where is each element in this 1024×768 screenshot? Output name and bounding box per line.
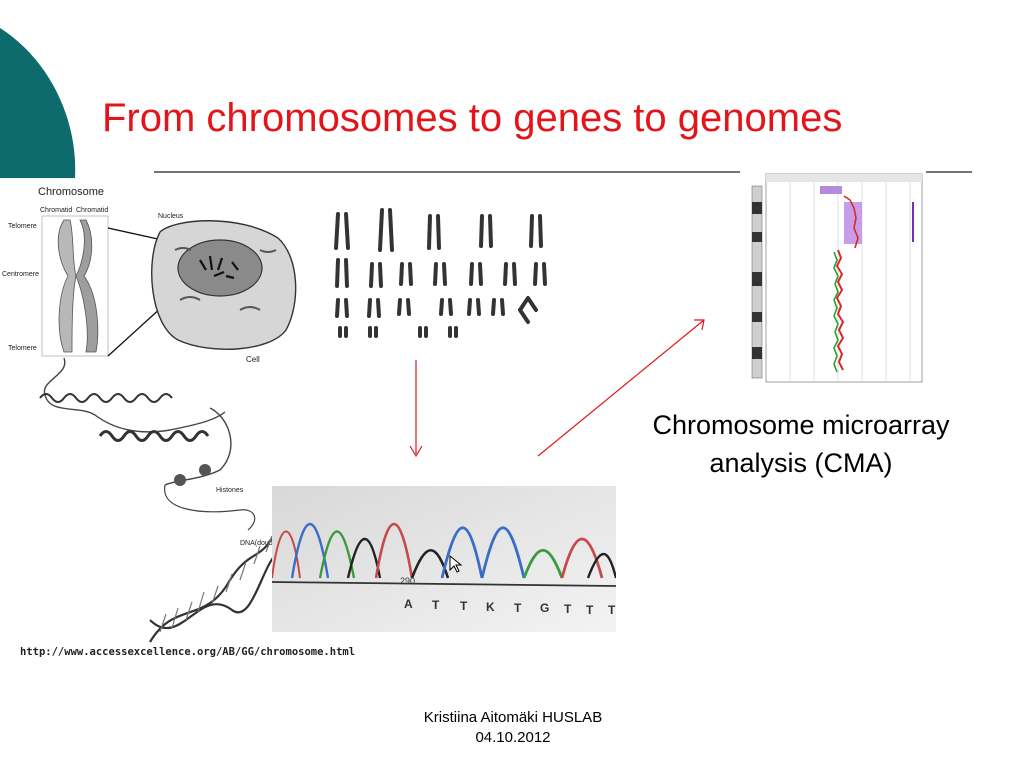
histones-label: Histones [216, 487, 244, 494]
nucleus-label: Nucleus [158, 213, 184, 220]
telomere-top-label: Telomere [8, 223, 37, 230]
diagonal-arrow [537, 319, 705, 457]
centromere-label: Centromere [2, 271, 39, 278]
cell-label: Cell [246, 355, 260, 364]
base-label: T [564, 602, 572, 616]
base-label: K [486, 600, 495, 614]
position-label: 290 [400, 576, 415, 586]
base-label: T [608, 603, 616, 617]
slide-title: From chromosomes to genes to genomes [102, 96, 843, 140]
flow-arrows [409, 319, 705, 458]
decorative-teal-arc [0, 28, 76, 178]
cursor-icon [449, 554, 463, 573]
chromatid-left-label: Chromatid [40, 207, 72, 214]
cma-caption-line1: Chromosome microarray [652, 410, 950, 440]
cma-caption: Chromosome microarray analysis (CMA) [598, 406, 1004, 482]
source-url: http://www.accessexcellence.org/AB/GG/ch… [20, 646, 356, 658]
cma-caption-line2: analysis (CMA) [709, 448, 893, 478]
cma-plot-illustration [740, 162, 926, 386]
base-label: G [540, 601, 549, 615]
chromosome-heading: Chromosome [38, 186, 104, 198]
footer-date: 04.10.2012 [475, 729, 551, 746]
chromosome-illustration: Chromosome Chromatid Chromatid Telomere … [2, 186, 297, 643]
base-label: T [432, 598, 440, 612]
base-label: T [460, 599, 468, 613]
base-label: T [514, 601, 522, 615]
slide-footer: Kristiina Aitomäki HUSLAB 04.10.2012 [360, 708, 666, 748]
telomere-bottom-label: Telomere [8, 345, 37, 352]
karyotype-illustration [334, 208, 547, 338]
title-underline [154, 171, 972, 173]
chromatid-right-label: Chromatid [76, 207, 108, 214]
footer-author: Kristiina Aitomäki HUSLAB [423, 709, 603, 726]
base-label: T [586, 603, 594, 617]
sequencing-chromatogram: 290 A T T K T G T T T [272, 486, 616, 632]
base-label: A [404, 597, 413, 611]
